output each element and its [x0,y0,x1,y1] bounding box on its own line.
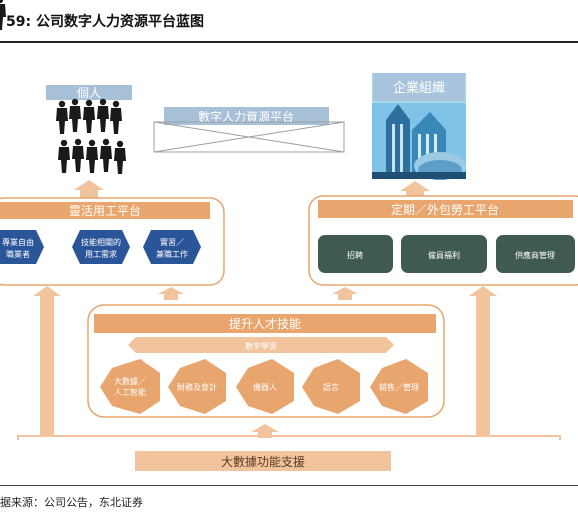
skill-item-language: 語言 [302,359,360,414]
enterprise-label: 企業組織 [393,80,445,96]
flex-item-1-line2: 職業者 [6,249,30,259]
skill-item-bigdata-ai: 大數據／ 人工智能 [100,359,160,414]
flex-item-freelancers: 專業自由 職業者 [0,230,44,264]
enterprise-label-box [373,73,465,101]
flex-platform-title-bar [0,202,210,219]
fixed-item-vendor: 供應商管理 [496,235,575,273]
arrow-left-tall [33,286,61,436]
fixed-item-benefits: 僱員福利 [401,235,487,273]
arrow-to-skills [251,424,279,438]
skill-item-1-line2: 人工智能 [114,387,146,397]
skill-item-1-line1: 大數據／ [114,376,146,386]
individuals-label: 個人 [77,86,101,100]
fixed-platform-title: 定期／外包勞工平台 [391,202,499,217]
flex-platform-title: 靈活用工平台 [69,203,141,218]
individuals-label-box [46,85,132,100]
bigdata-bar [135,451,391,471]
fixed-item-3-label: 供應商管理 [515,250,555,260]
arrow-right-tall [469,286,497,436]
bottom-bracket [17,435,561,440]
source-note: 据来源：公司公告，东北证券 [0,496,143,509]
platform-hourglass [153,121,345,153]
header-rule [0,41,578,43]
digital-learning-bar [128,337,394,353]
flex-item-3-line2: 兼職工作 [156,249,188,259]
arrow-to-enterprise [400,181,430,198]
skill-item-2-label: 財務及會計 [177,382,217,392]
skills-title-bar [94,314,436,333]
footer-rule [0,485,578,486]
arrow-to-fixed-platform [332,287,358,300]
flex-item-2-line1: 技能相關的 [81,237,121,247]
arrow-to-individuals [74,180,104,198]
platform-label: 數字人力資源平台 [198,109,294,124]
skills-title: 提升人才技能 [229,316,301,331]
fixed-platform-title-bar [318,200,573,218]
digital-learning-label: 數字學習 [245,341,277,351]
skill-item-5-label: 銷售／管理 [379,382,419,392]
fixed-item-1-label: 招聘 [347,250,363,260]
skill-item-robotics: 機器人 [236,359,294,414]
fixed-item-recruiting: 招聘 [318,235,393,273]
people-icon [0,0,126,174]
flex-item-1-line1: 專業自由 [2,237,34,247]
flex-item-3-line1: 實習／ [160,237,184,247]
skill-item-3-label: 機器人 [253,382,277,392]
flex-item-skill-demand: 技能相關的 用工需求 [72,230,130,264]
flex-item-internship: 實習／ 兼職工作 [143,230,201,264]
skill-item-finance: 財務及會計 [168,359,226,414]
figure-title: 59: 公司数字人力资源平台蓝图 [6,14,204,30]
flex-item-2-line2: 用工需求 [85,249,117,259]
skill-item-sales: 銷售／管理 [370,359,428,414]
skill-item-4-label: 語言 [323,382,339,392]
arrow-to-flex-platform [158,287,184,300]
bigdata-label: 大數據功能支援 [221,455,305,469]
platform-label-box [164,107,329,125]
fixed-item-2-label: 僱員福利 [428,250,460,260]
